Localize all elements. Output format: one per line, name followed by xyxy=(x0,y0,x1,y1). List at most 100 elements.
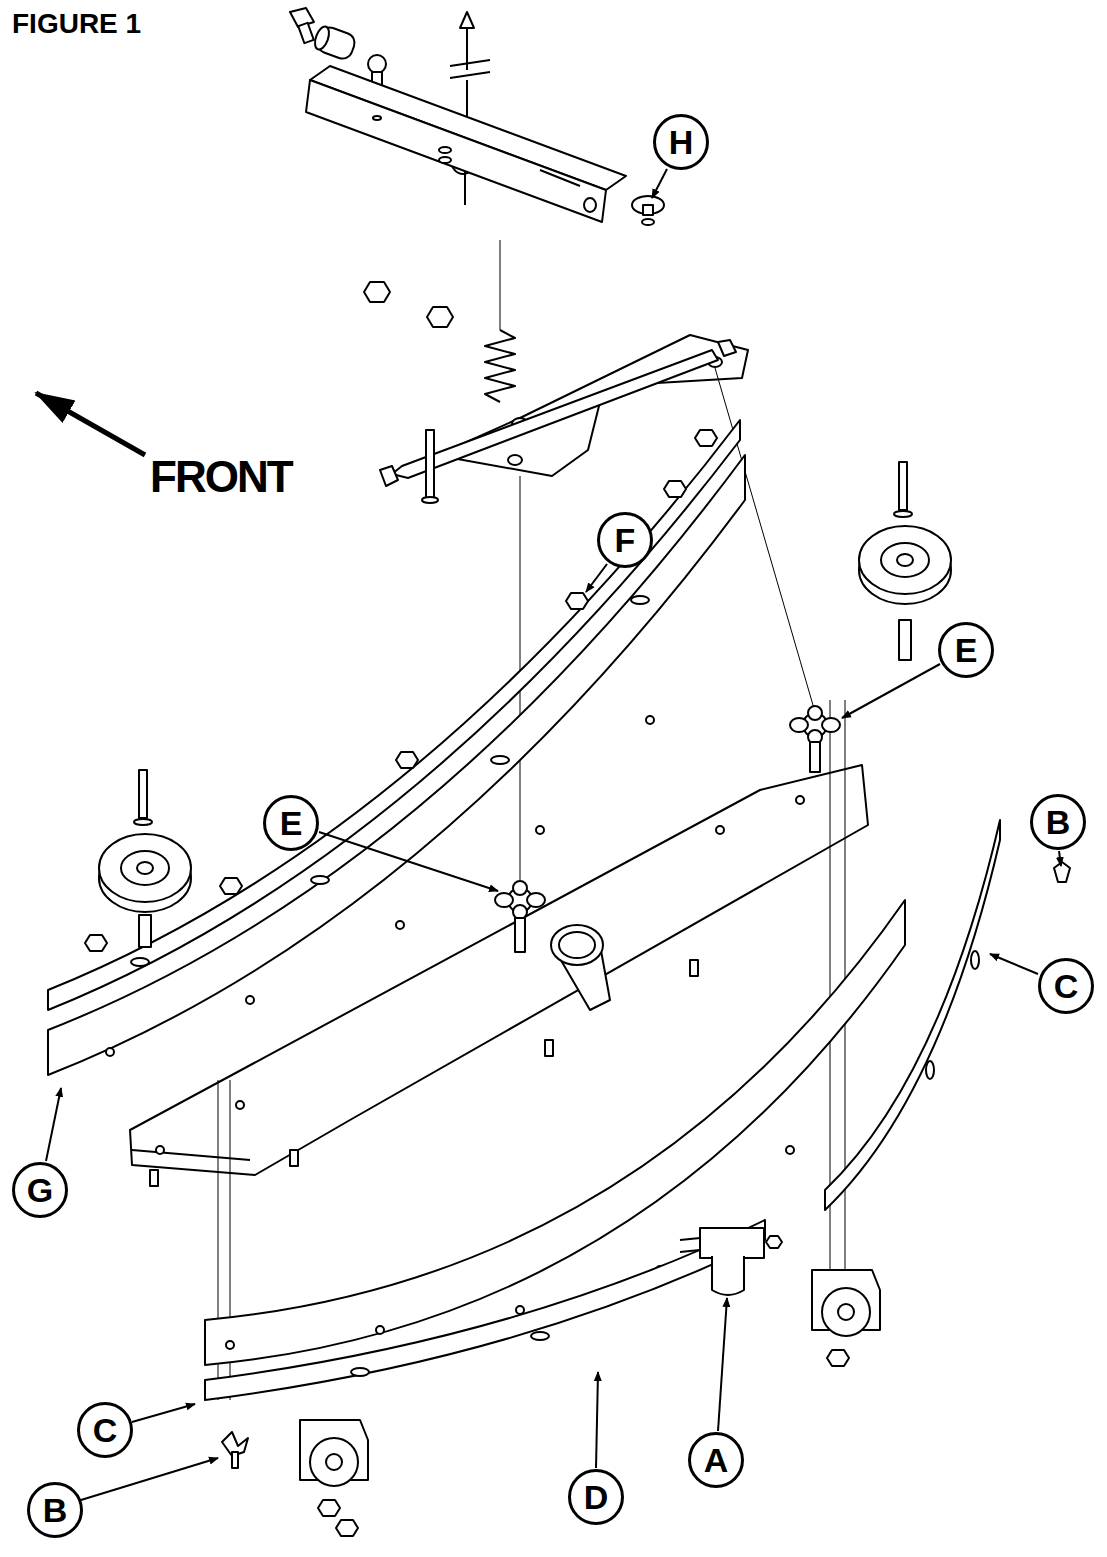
callout-circle: B xyxy=(1030,794,1086,850)
direction-label: FRONT xyxy=(150,452,292,502)
front-arrow xyxy=(36,393,145,455)
mount-plate xyxy=(508,455,522,465)
callout-letter: C xyxy=(93,1413,118,1447)
nut xyxy=(364,282,453,327)
leader-line xyxy=(1059,851,1061,866)
callout-circle: E xyxy=(263,795,319,851)
rear-strap xyxy=(491,756,509,764)
caster xyxy=(318,1500,340,1516)
caster xyxy=(822,1288,870,1336)
star-knob xyxy=(822,718,840,732)
front-strap xyxy=(971,951,979,969)
mount-plate xyxy=(715,368,815,712)
pivot-bolt xyxy=(380,466,398,486)
front-strap xyxy=(351,1368,369,1376)
callout-letter: B xyxy=(1046,805,1071,839)
rear-strap xyxy=(311,876,329,884)
callout-circle: F xyxy=(597,512,653,568)
latch-bracket xyxy=(680,1238,700,1240)
latch-bracket xyxy=(766,1236,782,1248)
front-blade xyxy=(786,1146,794,1154)
callout-letter: C xyxy=(1054,969,1079,1003)
leader-line xyxy=(132,1404,195,1422)
squeegee-frame xyxy=(132,1150,250,1160)
caster xyxy=(838,1304,854,1320)
leader-line xyxy=(718,1298,727,1431)
roller-wheel xyxy=(99,834,191,902)
rear-blade xyxy=(106,1048,114,1056)
roller-wheel xyxy=(134,819,152,825)
callout-letter: B xyxy=(43,1493,68,1527)
callout-letter: G xyxy=(27,1173,53,1207)
vacuum-port xyxy=(559,932,595,958)
front-strap xyxy=(825,820,1000,1210)
star-knob xyxy=(810,742,820,772)
roller-wheel xyxy=(121,851,169,885)
caster xyxy=(326,1454,342,1470)
nut xyxy=(664,481,686,497)
latch-bracket xyxy=(680,1250,700,1252)
tow-bar xyxy=(584,198,596,212)
callout-circle: G xyxy=(12,1162,68,1218)
front-blade xyxy=(226,1341,234,1349)
roller-wheel xyxy=(899,462,907,510)
squeegee-frame xyxy=(150,1170,158,1186)
front-strap xyxy=(531,1332,549,1340)
roller-wheel xyxy=(99,462,951,947)
squeegee-frame xyxy=(156,1146,164,1154)
front-blade xyxy=(205,900,905,1365)
bolt xyxy=(218,700,845,1400)
star-knob xyxy=(495,706,840,952)
caster xyxy=(336,1520,358,1536)
star-knob xyxy=(515,918,525,952)
pin xyxy=(426,430,434,500)
leader-line xyxy=(652,169,667,198)
lift-cable xyxy=(460,12,474,28)
callout-letter: H xyxy=(669,125,694,159)
nut xyxy=(427,307,453,327)
latch-bracket xyxy=(680,1228,782,1295)
leader-line xyxy=(46,169,1061,1500)
callout-circle: D xyxy=(568,1469,624,1525)
latch-bracket xyxy=(700,1228,764,1258)
lift-cable xyxy=(450,72,490,78)
rear-blade xyxy=(246,996,254,1004)
callout-circle: C xyxy=(1038,958,1094,1014)
leader-line xyxy=(586,564,607,592)
spring xyxy=(500,240,501,330)
nut xyxy=(396,752,418,768)
roller-wheel xyxy=(859,526,951,594)
knob xyxy=(642,219,654,225)
squeegee-frame xyxy=(130,765,868,1186)
callout-circle: H xyxy=(653,114,709,170)
callout-circle: C xyxy=(77,1402,133,1458)
knob xyxy=(632,196,664,225)
roller-wheel xyxy=(899,620,911,660)
roller-wheel xyxy=(139,915,151,947)
leader-line xyxy=(842,664,940,718)
star-knob xyxy=(513,881,527,895)
spring xyxy=(485,330,515,402)
hitch-bolt xyxy=(298,23,314,43)
vacuum-port xyxy=(551,925,603,965)
caster xyxy=(300,1270,880,1536)
squeegee-frame xyxy=(236,1101,244,1109)
pivot-bolt xyxy=(392,350,718,478)
rear-blade xyxy=(646,716,654,724)
leader-line xyxy=(81,1458,218,1500)
rear-strap xyxy=(131,958,149,966)
roller-wheel xyxy=(137,862,153,874)
ball-stud xyxy=(368,55,386,73)
star-knob xyxy=(808,706,822,720)
star-knob xyxy=(527,893,545,907)
tow-bar xyxy=(373,116,381,120)
pin xyxy=(422,497,438,503)
caster xyxy=(310,1438,358,1486)
front-strap xyxy=(926,1061,934,1079)
squeegee-frame xyxy=(716,826,724,834)
vacuum-port xyxy=(551,925,610,1010)
lift-cable xyxy=(450,60,490,66)
rear-strap xyxy=(631,596,649,604)
front-blade xyxy=(376,1326,384,1334)
